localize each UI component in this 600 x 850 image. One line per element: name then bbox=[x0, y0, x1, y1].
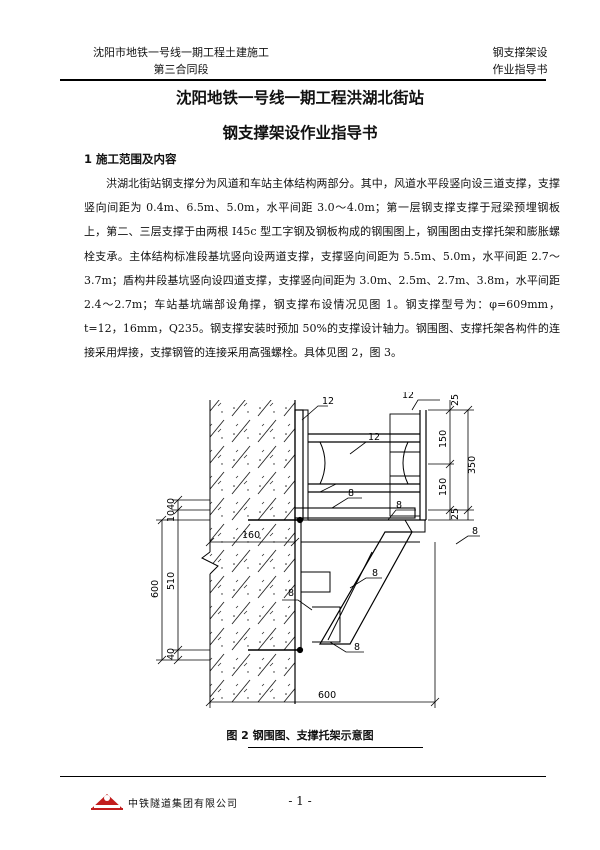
header-doc-type: 作业指导书 bbox=[492, 63, 548, 76]
header-contract-section: 第三合同段 bbox=[153, 63, 209, 76]
dimension-labels: 12 12 12 25 25 150 150 350 8 8 8 8 8 8 1… bbox=[150, 392, 478, 701]
dim-600-vertical: 600 bbox=[150, 580, 161, 598]
dim-8-c: 8 bbox=[472, 526, 478, 537]
dim-12-top: 12 bbox=[322, 396, 334, 407]
header-doc-topic: 钢支撑架设 bbox=[492, 46, 548, 59]
header-right: 钢支撑架设 作业指导书 bbox=[480, 44, 560, 78]
dim-150-lower: 150 bbox=[438, 478, 449, 496]
support-bracket bbox=[294, 507, 426, 651]
section-heading: 1 施工范围及内容 bbox=[84, 152, 177, 166]
figure-caption: 图 2 钢围图、支撑托架示意图 bbox=[226, 729, 374, 742]
caption-underline bbox=[248, 747, 423, 748]
dim-510: 510 bbox=[166, 572, 177, 590]
dim-25-top: 25 bbox=[450, 394, 461, 406]
header-divider bbox=[60, 79, 546, 81]
dim-600-horizontal: 600 bbox=[318, 690, 336, 701]
steel-waler-bracket-drawing: 12 12 12 25 25 150 150 350 8 8 8 8 8 8 1… bbox=[150, 392, 480, 708]
expansion-bolts bbox=[248, 516, 304, 654]
concrete-wall bbox=[201, 400, 296, 704]
section-paragraph: 洪湖北街站钢支撑分为风道和车站主体结构两部分。其中，风道水平段竖向设三道支撑，支… bbox=[84, 177, 560, 360]
dim-10: 10 bbox=[166, 510, 177, 522]
dim-8-a: 8 bbox=[348, 488, 354, 499]
steel-waler bbox=[294, 409, 427, 521]
header-project-name: 沈阳市地铁一号线一期工程土建施工 bbox=[93, 46, 269, 59]
dim-8-b: 8 bbox=[396, 500, 402, 511]
document-title: 沈阳地铁一号线一期工程洪湖北街站 bbox=[175, 89, 424, 107]
footer-divider bbox=[60, 776, 546, 777]
dim-350: 350 bbox=[467, 456, 478, 474]
company-logo-icon bbox=[91, 794, 123, 810]
dim-150-upper: 150 bbox=[438, 430, 449, 448]
dim-40-bottom: 40 bbox=[166, 648, 177, 660]
dim-40-top: 40 bbox=[166, 498, 177, 510]
header-left: 沈阳市地铁一号线一期工程土建施工 第三合同段 bbox=[86, 44, 276, 78]
dim-25-bottom: 25 bbox=[450, 508, 461, 520]
dim-12-mid: 12 bbox=[368, 432, 380, 443]
dim-12-right: 12 bbox=[402, 392, 414, 401]
dimension-lines bbox=[156, 399, 480, 708]
dim-160: 160 bbox=[242, 530, 260, 541]
dim-8-e: 8 bbox=[288, 588, 294, 599]
dim-8-f: 8 bbox=[354, 642, 360, 653]
footer-page-number: - 1 - bbox=[288, 794, 312, 808]
document-subtitle: 钢支撑架设作业指导书 bbox=[222, 124, 378, 142]
footer-company-name: 中铁隧道集团有限公司 bbox=[128, 799, 238, 810]
dim-8-d: 8 bbox=[372, 568, 378, 579]
